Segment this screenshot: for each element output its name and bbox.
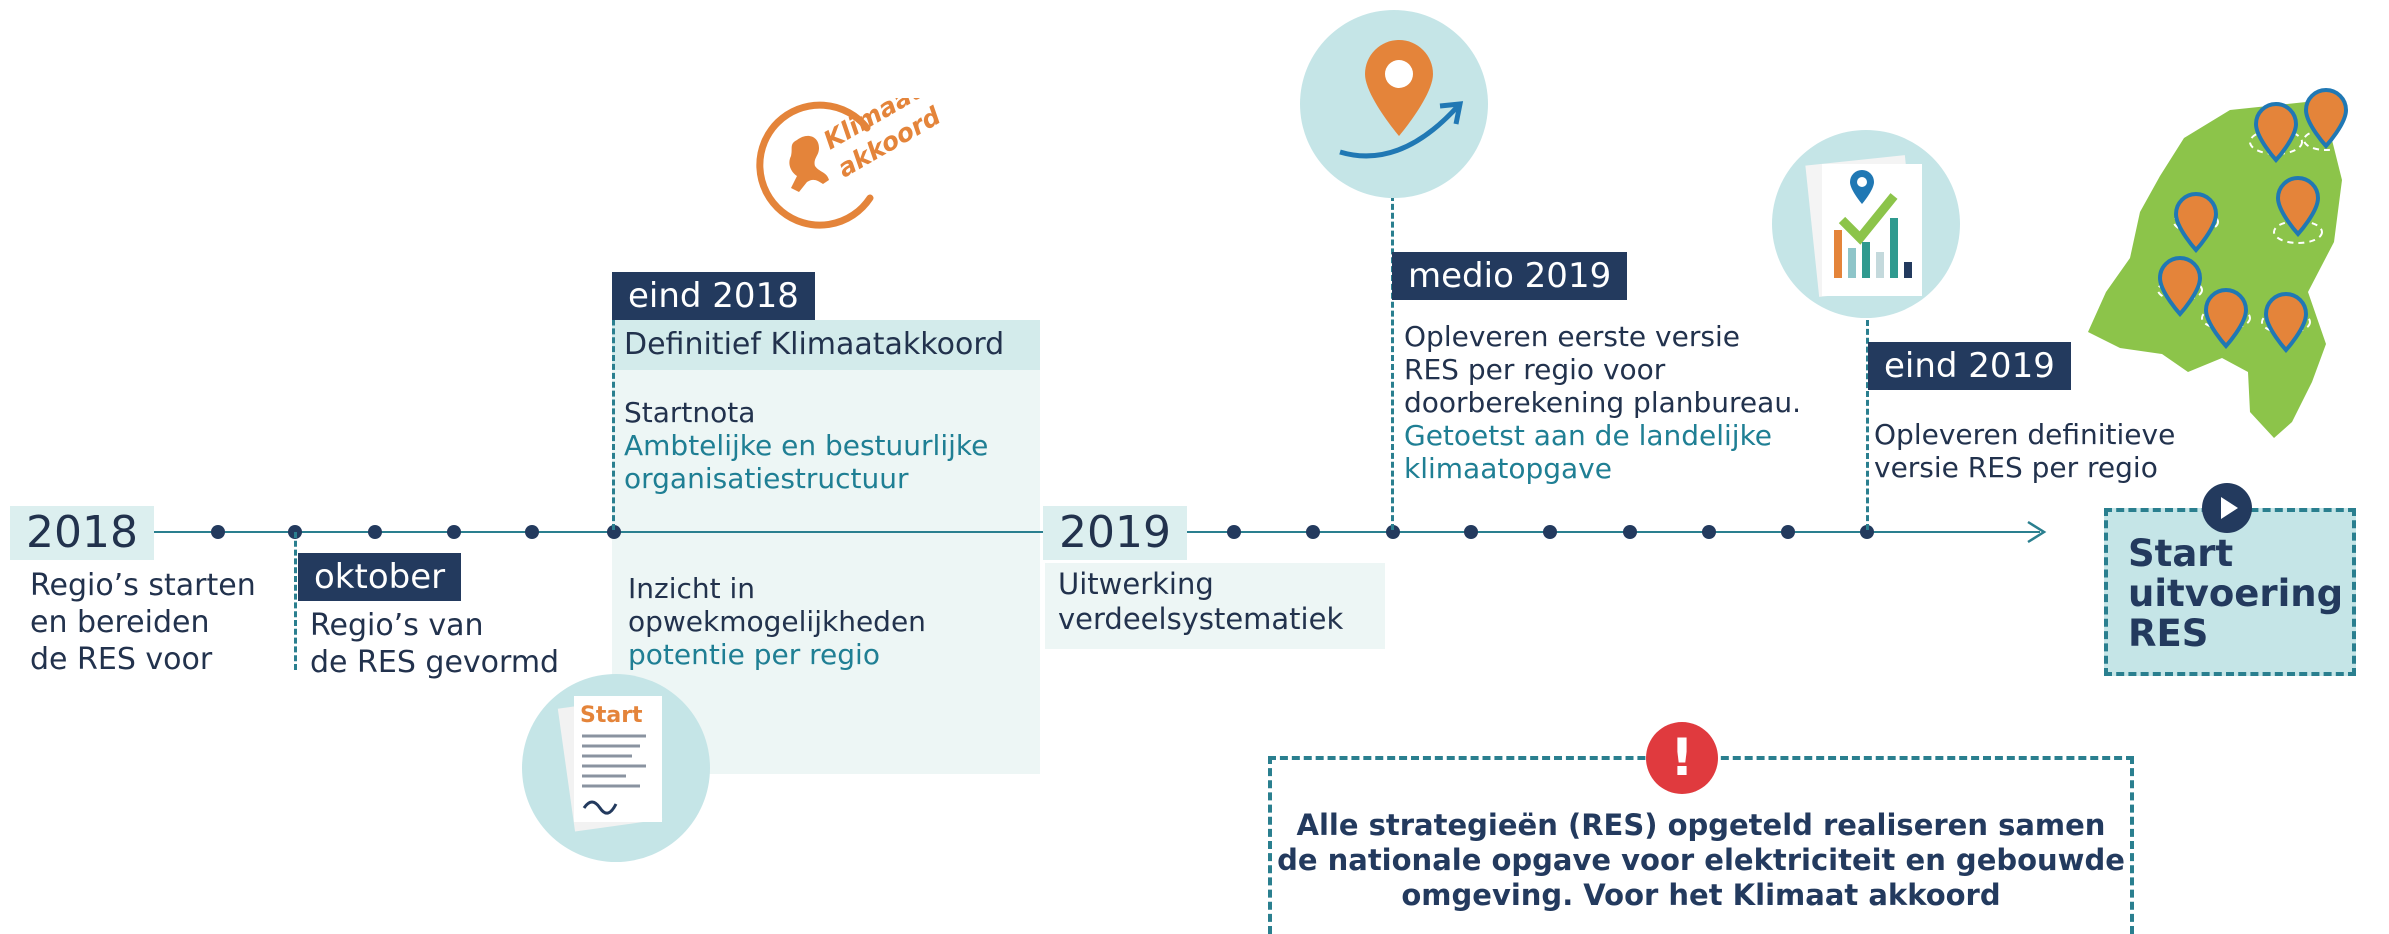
inzicht-text: Inzicht in opwekmogelijkheden potentie p… bbox=[628, 572, 926, 671]
y2019-text: Uitwerking verdeelsystematiek bbox=[1058, 567, 1344, 636]
connector-eind2019 bbox=[1866, 320, 1869, 530]
notice-text: Alle strategieën (RES) opgeteld realiser… bbox=[1277, 808, 2125, 912]
timeline-dot bbox=[1543, 525, 1557, 539]
y2019-panel bbox=[1045, 563, 1385, 649]
timeline-dot bbox=[1386, 525, 1400, 539]
oktober-text: Regio’s van de RES gevormd bbox=[310, 608, 560, 680]
start-uitvoering-text: Start uitvoering RES bbox=[2128, 532, 2344, 655]
oktober-tag: oktober bbox=[298, 553, 462, 601]
year-2019-tag: 2019 bbox=[1043, 506, 1187, 560]
timeline-dot bbox=[368, 525, 382, 539]
netherlands-map-icon bbox=[2088, 87, 2349, 438]
timeline-dot bbox=[1623, 525, 1637, 539]
timeline-dot bbox=[607, 525, 621, 539]
y2018-text: Regio’s starten en bereiden de RES voor bbox=[30, 568, 256, 677]
connector-oktober bbox=[294, 532, 297, 670]
eind2018-subtitle: Definitief Klimaatakkoord bbox=[624, 327, 1005, 362]
eind2018-subtitle-band bbox=[612, 320, 1040, 370]
year-2018-tag: 2018 bbox=[10, 506, 154, 560]
eind2019-text: Opleveren definitieve versie RES per reg… bbox=[1874, 418, 2176, 484]
report-chart-icon bbox=[1805, 155, 1922, 297]
eind2018-panel bbox=[612, 320, 1040, 774]
timeline-dot bbox=[1464, 525, 1478, 539]
connector-medio2019 bbox=[1391, 195, 1394, 530]
play-icon bbox=[2202, 483, 2252, 533]
medio2019-tag: medio 2019 bbox=[1392, 252, 1628, 300]
medio2019-text: Opleveren eerste versie RES per regio vo… bbox=[1404, 320, 1801, 485]
connector-eind2018 bbox=[612, 275, 615, 530]
timeline-dot bbox=[1227, 525, 1241, 539]
timeline-dot bbox=[525, 525, 539, 539]
start-document-icon: Start bbox=[557, 696, 663, 832]
eind2019-tag: eind 2019 bbox=[1868, 342, 2071, 390]
timeline-dot bbox=[1781, 525, 1795, 539]
timeline-dot bbox=[1860, 525, 1874, 539]
svg-text:Start: Start bbox=[580, 703, 643, 728]
start-uitvoering-box: Start uitvoering RES bbox=[2104, 508, 2356, 676]
timeline-dot bbox=[211, 525, 225, 539]
klimaatakkoord-logo-icon: Klimaat- akkoord bbox=[756, 98, 942, 229]
timeline-dot bbox=[1306, 525, 1320, 539]
location-pin-arrow-icon bbox=[1339, 40, 1464, 159]
timeline-axis bbox=[10, 520, 2047, 544]
timeline-dot bbox=[1702, 525, 1716, 539]
startnota-text: Startnota Ambtelijke en bestuurlijke org… bbox=[624, 396, 989, 495]
timeline-dot bbox=[447, 525, 461, 539]
exclamation-icon: ! bbox=[1646, 722, 1718, 794]
eind2018-tag: eind 2018 bbox=[612, 272, 815, 320]
